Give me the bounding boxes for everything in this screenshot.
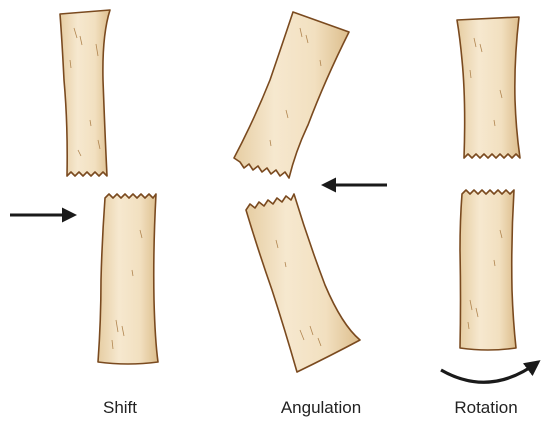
shift-lower-fragment	[98, 194, 158, 364]
label-angulation: Angulation	[281, 398, 361, 418]
shift-upper-fragment	[60, 10, 110, 176]
angulation-group	[234, 12, 387, 372]
angulation-lower-fragment	[246, 194, 360, 372]
label-shift: Shift	[103, 398, 137, 418]
shift-group	[10, 10, 158, 364]
label-rotation: Rotation	[454, 398, 517, 418]
curved-arrow-icon	[441, 362, 538, 382]
angulation-upper-fragment	[234, 12, 349, 178]
rotation-upper-fragment	[457, 17, 520, 158]
rotation-group	[441, 17, 538, 382]
